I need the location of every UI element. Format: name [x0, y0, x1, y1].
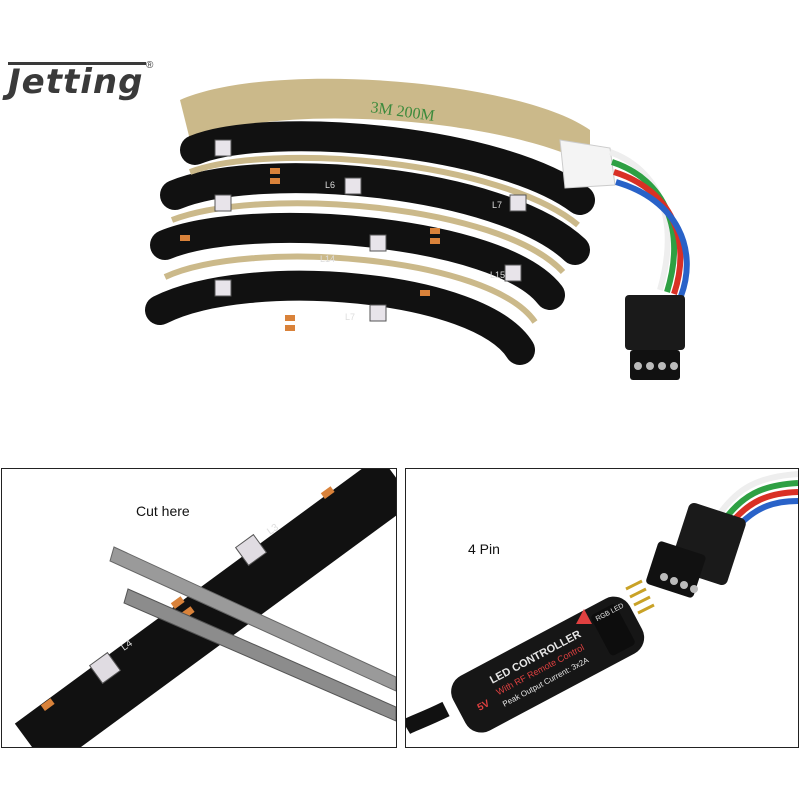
registered-mark: ® [146, 60, 154, 71]
led-label: L6 [325, 180, 335, 190]
cut-illustration: L3 L4 [14, 469, 396, 747]
scissors-blade-upper [109, 546, 396, 692]
heat-shrink [559, 139, 616, 189]
wires [608, 149, 690, 298]
four-pin-panel: 4 Pin LED [405, 468, 799, 748]
led-controller [451, 596, 645, 733]
logo-bar [8, 62, 146, 65]
scissors-blade-lower [123, 588, 396, 722]
coiled-led-strip-illustration: 3M 200M L6 L7 L14 L15 [145, 78, 690, 380]
strip-resistors [40, 486, 335, 711]
four-pin-caption: 4 Pin [468, 541, 500, 557]
controller-voltage: 5V [476, 698, 492, 714]
led-label: L7 [345, 312, 355, 322]
led-label: L15 [490, 270, 505, 280]
cut-here-caption: Cut here [136, 503, 190, 519]
led-chips [214, 139, 527, 322]
tape-backing [180, 78, 590, 165]
brand-logo: Jetting ® [8, 60, 158, 104]
led-label: L14 [320, 254, 335, 264]
warning-triangle-icon [576, 609, 592, 624]
led-strip-segment [14, 469, 396, 747]
four-pin-connector [625, 295, 685, 380]
female-connector [646, 503, 746, 598]
controller-cable [406, 701, 450, 735]
brand-name: Jetting [8, 62, 144, 102]
controller-illustration: LED CONTROLLER With RF Remote Control Pe… [406, 471, 798, 735]
controller-pins [625, 579, 655, 615]
resistors [180, 168, 440, 331]
strip-chips [88, 533, 268, 685]
led-label: L7 [492, 200, 502, 210]
cut-here-panel: Cut here L3 L4 [1, 468, 397, 748]
